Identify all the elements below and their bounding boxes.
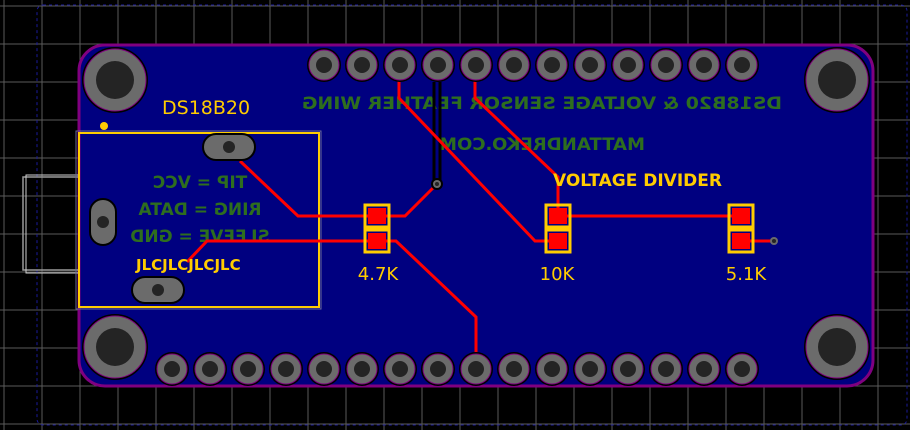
header-pin — [307, 48, 341, 82]
header-pin — [725, 48, 759, 82]
top-silkscreen: DS18B20 JLCJLCJLCJLC VOLTAGE DIVIDER 4.7… — [100, 97, 767, 285]
header-pin — [687, 48, 721, 82]
pinout-tip: TIP = VCC — [153, 173, 248, 193]
jack-silk-outline — [78, 132, 320, 308]
pin1-marker — [100, 122, 108, 130]
mounting-holes — [82, 47, 870, 380]
mounting-hole — [82, 314, 148, 380]
trace-sleeve-to-r1 — [185, 239, 377, 264]
r2-value: 10K — [540, 264, 576, 285]
header-pin — [649, 352, 683, 386]
resistor-r3 — [727, 203, 755, 254]
smd-pad — [732, 233, 750, 249]
pad-silk — [727, 203, 755, 229]
resistor-pads — [363, 203, 755, 254]
header-pin — [345, 48, 379, 82]
jlc-marker: JLCJLCJLCJLC — [135, 256, 241, 274]
header-pin — [535, 352, 569, 386]
jack-pad-ring — [89, 198, 117, 246]
pad-silk — [727, 228, 755, 254]
smd-pad — [549, 208, 567, 224]
header-pin — [193, 352, 227, 386]
jack-pads — [89, 133, 256, 304]
voltage-divider-label: VOLTAGE DIVIDER — [553, 171, 722, 191]
smd-pad — [368, 233, 386, 249]
keepout-frame — [36, 4, 908, 426]
header-pin — [459, 48, 493, 82]
audio-jack-outline — [22, 130, 322, 310]
header-pin — [649, 48, 683, 82]
mounting-hole — [804, 314, 870, 380]
header-pin — [687, 352, 721, 386]
resistor-r2 — [544, 203, 572, 254]
smd-pad — [732, 208, 750, 224]
header-pin — [497, 48, 531, 82]
via — [431, 178, 443, 190]
header-pin — [421, 48, 455, 82]
top-header — [307, 48, 759, 82]
website-bottom: MATTANDREKO.COM — [439, 135, 645, 155]
trace-tip-to-r1 — [238, 159, 377, 218]
pad-silk — [544, 203, 572, 229]
smd-pad — [368, 208, 386, 224]
header-pin — [269, 352, 303, 386]
smd-pad — [549, 233, 567, 249]
r1-value: 4.7K — [358, 264, 400, 285]
header-pin — [459, 352, 493, 386]
mounting-hole — [804, 47, 870, 113]
pinout-sleeve: SLEEVE = GND — [130, 227, 269, 247]
header-pin — [535, 48, 569, 82]
resistor-r1 — [363, 203, 391, 254]
test-via — [770, 237, 778, 245]
trace-r1-to-via — [377, 182, 439, 218]
pad-silk — [544, 228, 572, 254]
header-pin — [497, 352, 531, 386]
pad-silk — [363, 228, 391, 254]
header-pin — [345, 352, 379, 386]
header-pin — [573, 48, 607, 82]
header-pin — [383, 352, 417, 386]
bottom-header — [155, 352, 759, 386]
header-pin — [383, 48, 417, 82]
mounting-hole — [82, 47, 148, 113]
header-pin — [573, 352, 607, 386]
header-pin — [155, 352, 189, 386]
trace-r1-to-bottom-pin — [377, 239, 478, 367]
board-title-bottom: DS18B20 & VOLTAGE SENSOR FEATHER WING — [302, 94, 782, 114]
jack-pad-sleeve — [131, 276, 185, 304]
r3-value: 5.1K — [726, 264, 768, 285]
jack-pad-tip — [202, 133, 256, 161]
pad-silk — [363, 203, 391, 229]
header-pin — [725, 352, 759, 386]
pinout-ring: RING = DATA — [138, 200, 262, 220]
header-pin — [231, 352, 265, 386]
header-pin — [421, 352, 455, 386]
header-pin — [611, 352, 645, 386]
header-pin — [307, 352, 341, 386]
sensor-label: DS18B20 — [162, 97, 250, 119]
header-pin — [611, 48, 645, 82]
